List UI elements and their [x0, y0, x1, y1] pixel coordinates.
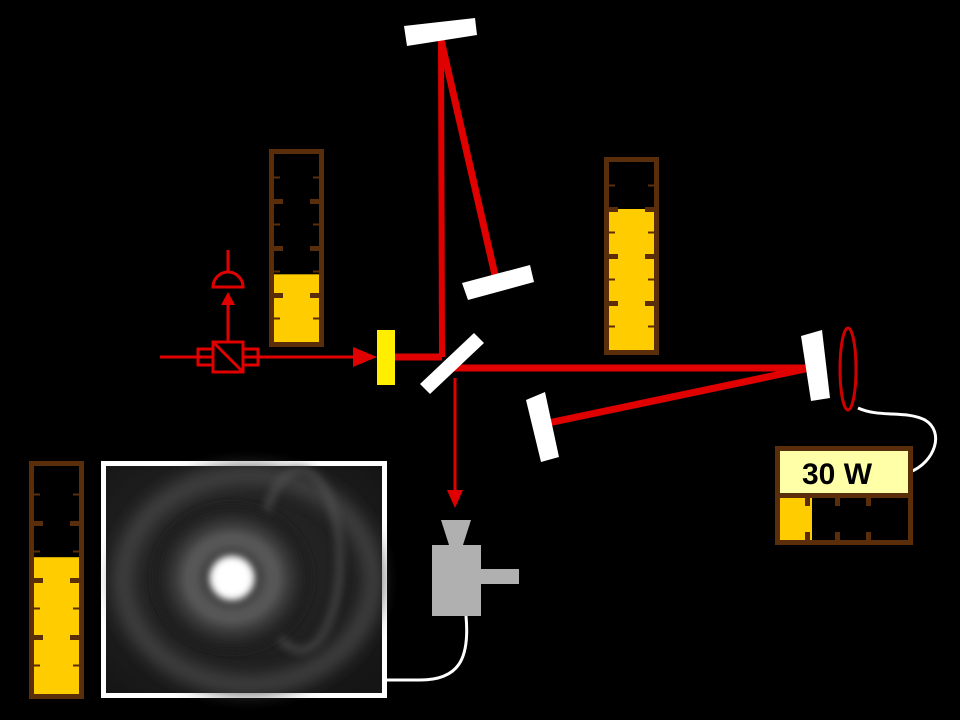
cavity-level-meter	[604, 157, 659, 355]
laser-beam-paths	[160, 39, 811, 508]
power-readout: 30 W	[802, 458, 873, 491]
lower-mirror	[462, 265, 534, 300]
level-meters	[29, 149, 659, 699]
image-level-meter	[29, 461, 84, 699]
beam-core	[210, 556, 254, 600]
lens	[838, 326, 858, 412]
isolator-level-meter-fill	[274, 274, 319, 342]
power-readout-box	[780, 451, 908, 493]
output-coupler-mirror	[801, 330, 830, 401]
power-bar-ticks	[805, 498, 871, 540]
input-beam-arrowhead	[353, 347, 377, 367]
left-curved-mirror	[526, 392, 559, 462]
top-mirror	[404, 18, 477, 46]
photodiode-icon	[211, 250, 245, 289]
image-level-meter-fill	[34, 557, 79, 694]
beam-splitter	[420, 333, 484, 394]
beam-vertical-to-top-mirror	[438, 39, 445, 358]
faraday-isolator	[196, 250, 260, 374]
nonlinear-crystal	[377, 330, 395, 385]
camera-icon	[386, 520, 519, 682]
beam-profile-image	[101, 461, 387, 698]
isolator-level-meter	[269, 149, 324, 347]
camera-body	[432, 545, 481, 616]
camera-beam-arrowhead	[447, 490, 463, 508]
cavity-level-meter-fill	[609, 209, 654, 350]
camera-connector	[481, 569, 519, 584]
beam-top-to-lower-mirror	[437, 39, 499, 276]
power-meter: 30 W	[775, 406, 938, 545]
camera-lens	[441, 520, 471, 545]
power-meter-cable	[857, 406, 938, 474]
beam-right-to-left-mirror	[547, 364, 811, 427]
beam-splitter-icon	[196, 340, 260, 374]
cavity-mirrors	[377, 18, 858, 462]
camera-cable	[386, 615, 469, 682]
pickoff-arrowhead	[221, 292, 235, 305]
